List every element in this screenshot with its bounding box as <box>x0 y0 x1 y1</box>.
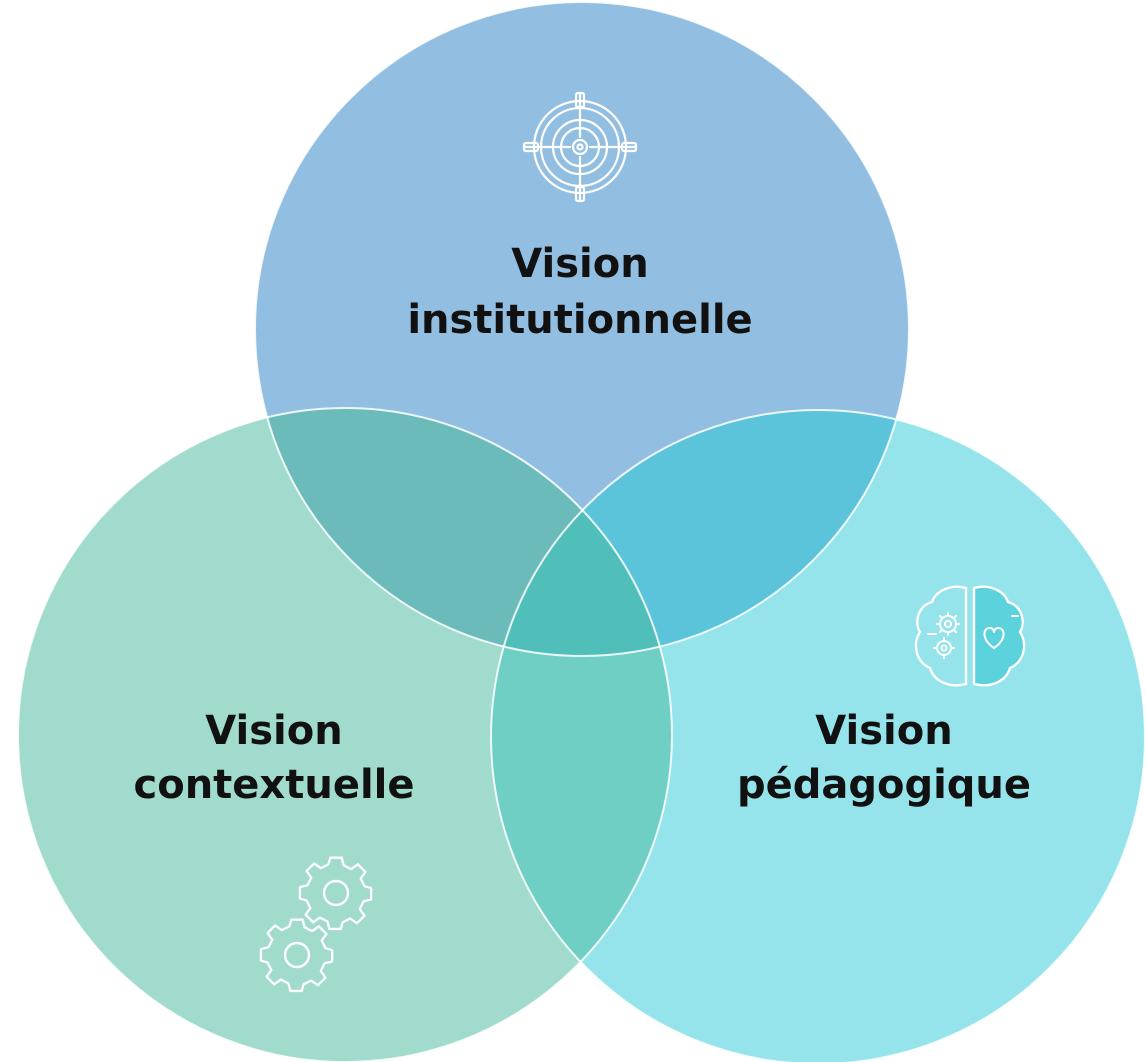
target-icon <box>522 91 638 203</box>
outline-institutionnelle <box>254 1 910 657</box>
gears-icon <box>259 856 373 993</box>
label-institutionnelle-line2: institutionnelle <box>407 297 752 343</box>
outline-contextuelle <box>17 407 673 1062</box>
brain-gears-heart-icon <box>914 585 1026 687</box>
label-institutionnelle-line1: Vision <box>511 241 648 287</box>
label-pedagogique-line1: Vision <box>815 708 952 754</box>
label-contextuelle-line1: Vision <box>205 708 342 754</box>
outline-pedagogique <box>490 409 1145 1062</box>
label-contextuelle-line2: contextuelle <box>134 762 415 808</box>
overlap-institutionnelle-contextuelle <box>255 408 672 656</box>
label-pedagogique-line2: pédagogique <box>737 762 1031 808</box>
overlap-institutionnelle-pedagogique <box>491 410 909 656</box>
